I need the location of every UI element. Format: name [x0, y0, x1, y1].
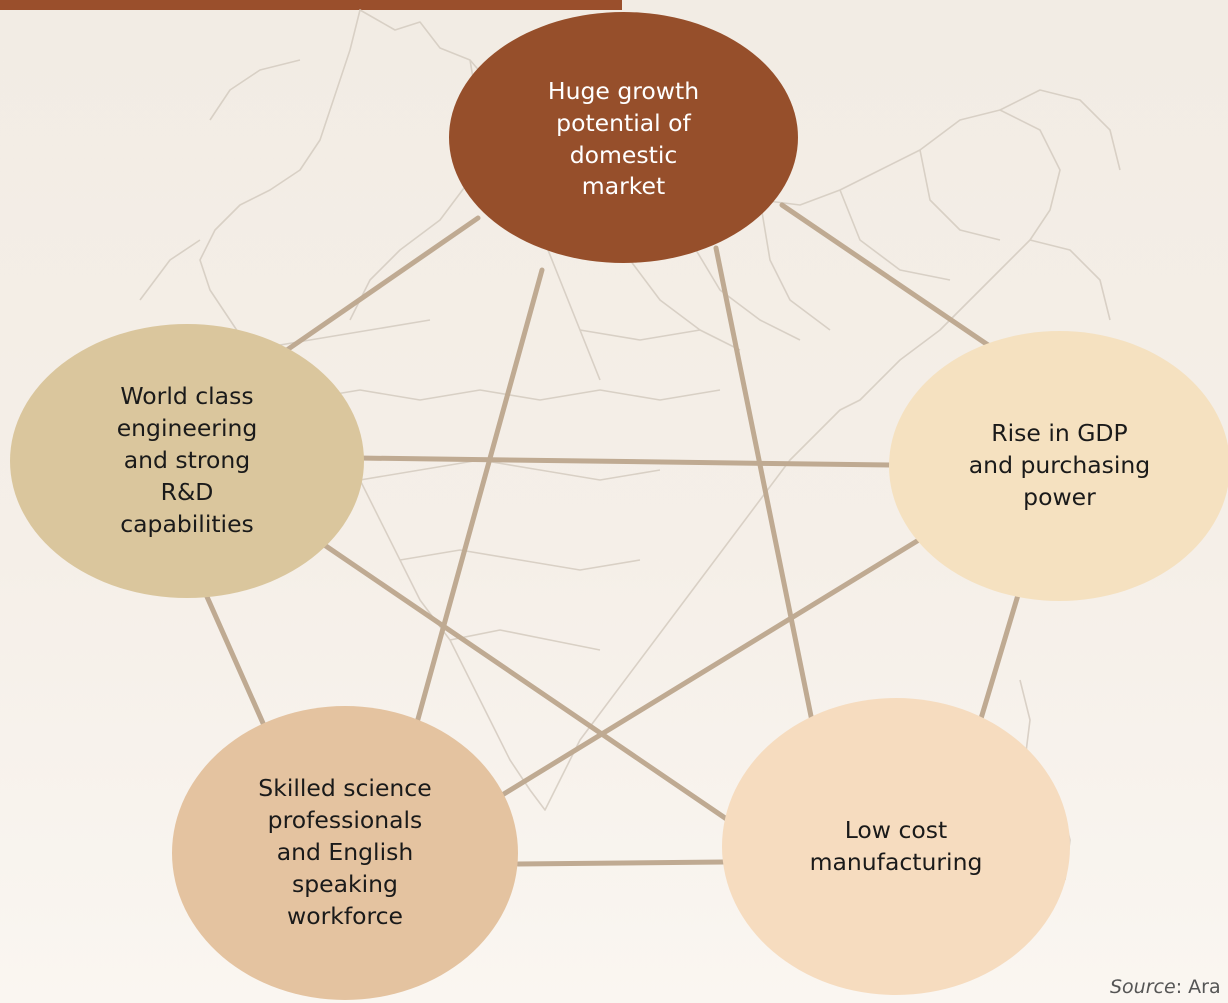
node-skilled-workforce: Skilled science professionals and Englis… [172, 706, 518, 1000]
connector-growth-engineering [281, 215, 481, 355]
connector-engineering-gdp [355, 455, 893, 468]
node-rise-in-gdp: Rise in GDP and purchasing power [889, 331, 1228, 601]
node-low-cost-manufacturing: Low cost manufacturing [722, 698, 1070, 995]
source-note: Source: Ara [1110, 976, 1221, 998]
node-world-class-engineering: World class engineering and strong R&D c… [10, 324, 364, 598]
header-accent-bar [0, 0, 622, 10]
connector-growth-gdp [779, 202, 991, 348]
node-label: World class engineering and strong R&D c… [116, 382, 258, 538]
connector-growth-lowcost [713, 245, 831, 803]
node-label: Rise in GDP and purchasing power [968, 419, 1151, 511]
connector-skilled-lowcost [515, 859, 727, 867]
connector-engineering-skilled [201, 587, 277, 751]
node-label: Skilled science professionals and Englis… [258, 774, 432, 930]
node-label: Huge growth potential of domestic market [547, 76, 700, 201]
source-text: Ara [1188, 976, 1221, 998]
connector-growth-skilled [407, 267, 545, 751]
source-prefix: Source [1110, 976, 1176, 998]
node-huge-growth-potential: Huge growth potential of domestic market [449, 12, 798, 263]
connector-gdp-skilled [491, 535, 925, 803]
node-label: Low cost manufacturing [809, 815, 983, 876]
connector-engineering-lowcost [317, 539, 731, 823]
